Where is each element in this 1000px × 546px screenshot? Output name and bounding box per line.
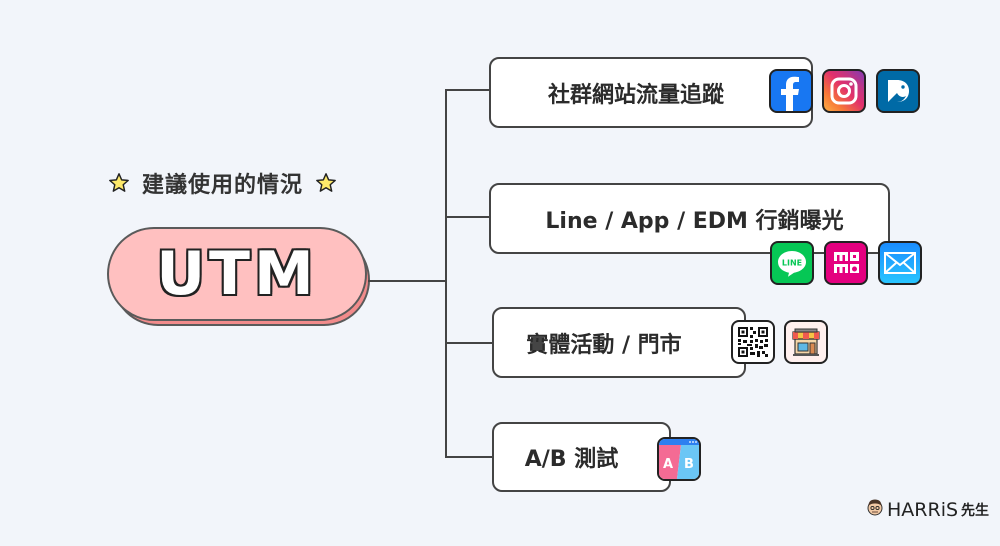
branch-label: Line / App / EDM 行銷曝光 xyxy=(545,208,844,234)
store-icon xyxy=(784,320,828,364)
brand-name: HARRiS xyxy=(887,498,959,521)
branch-node-social: 社群網站流量追蹤 xyxy=(489,57,813,128)
title-text: 建議使用的情況 xyxy=(142,173,304,198)
facebook-icon xyxy=(769,69,813,113)
line-icon: LINE xyxy=(770,241,814,285)
connector-trunk xyxy=(445,89,447,458)
instagram-icon xyxy=(822,69,866,113)
connector-branch-1 xyxy=(445,89,491,91)
connector-root xyxy=(368,280,447,282)
brand-suffix: 先生 xyxy=(961,502,990,519)
line-icon-text: LINE xyxy=(782,259,802,268)
dcard-icon xyxy=(876,69,920,113)
root-node: UTM xyxy=(107,227,367,321)
branch-node-events: 實體活動 / 門市 xyxy=(492,307,746,378)
branch-label: 實體活動 / 門市 xyxy=(526,332,682,358)
branch-node-marketing: Line / App / EDM 行銷曝光 xyxy=(489,183,890,254)
branch-label: A/B 測試 xyxy=(524,447,619,472)
mail-icon xyxy=(878,241,922,285)
root-label: UTM xyxy=(156,239,318,309)
star-icon xyxy=(108,172,130,194)
brand-logo: HARRiS 先生 xyxy=(866,498,989,521)
ab-icon-a: A xyxy=(663,457,673,472)
avatar-icon xyxy=(866,498,884,521)
connector-branch-4 xyxy=(445,456,495,458)
qr-code-icon xyxy=(731,320,775,364)
momo-icon xyxy=(824,241,868,285)
star-icon xyxy=(315,172,337,194)
section-title: 建議使用的情況 xyxy=(108,166,337,200)
branch-label: 社群網站流量追蹤 xyxy=(547,82,724,108)
connector-branch-3 xyxy=(445,342,495,344)
ab-icon-b: B xyxy=(684,457,694,472)
connector-branch-2 xyxy=(445,216,491,218)
branch-node-ab-test: A/B 測試 xyxy=(492,422,671,492)
